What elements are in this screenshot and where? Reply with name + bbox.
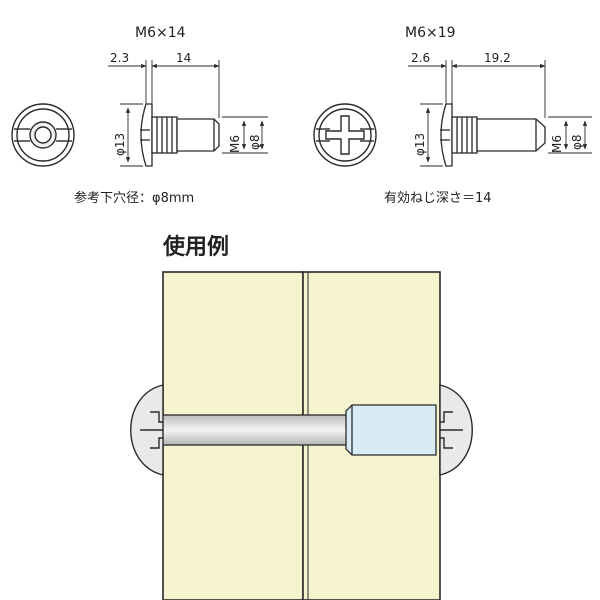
right-dim-thread-label: M6 — [550, 135, 564, 153]
left-dimension-lines — [108, 60, 268, 167]
right-part-drawing: M6×19 — [313, 25, 592, 206]
usage-heading: 使用例 — [162, 235, 229, 260]
right-nut-side-view — [440, 103, 546, 167]
left-part-title: M6×14 — [135, 25, 186, 41]
bolt-head-left — [130, 384, 164, 476]
left-dim-outer-dia-label: φ8 — [248, 134, 262, 150]
left-dim-thread-label: M6 — [228, 135, 242, 153]
right-dim-head-label: 2.6 — [411, 51, 430, 65]
left-dim-head-dia-label: φ13 — [113, 133, 127, 156]
left-part-note: 参考下穴径：φ8mm — [74, 190, 194, 206]
usage-example-illustration — [130, 271, 473, 600]
right-dim-outer-dia-label: φ8 — [570, 134, 584, 150]
right-dim-length-label: 19.2 — [484, 51, 511, 65]
nut-head-right — [439, 384, 473, 476]
right-dimension-lines — [408, 60, 592, 167]
left-nut-side-view — [140, 103, 220, 167]
left-head-end-view — [11, 103, 75, 167]
sleeve-nut-body — [345, 404, 437, 456]
left-dim-length-label: 14 — [176, 51, 191, 65]
right-part-title: M6×19 — [405, 25, 456, 41]
right-dim-head-dia-label: φ13 — [413, 133, 427, 156]
left-dim-head-label: 2.3 — [110, 51, 129, 65]
left-part-drawing: M6×14 — [11, 25, 268, 206]
bolt-shaft — [161, 414, 353, 446]
right-head-end-view — [313, 103, 377, 167]
right-part-note: 有効ねじ深さ＝14 — [384, 191, 492, 206]
